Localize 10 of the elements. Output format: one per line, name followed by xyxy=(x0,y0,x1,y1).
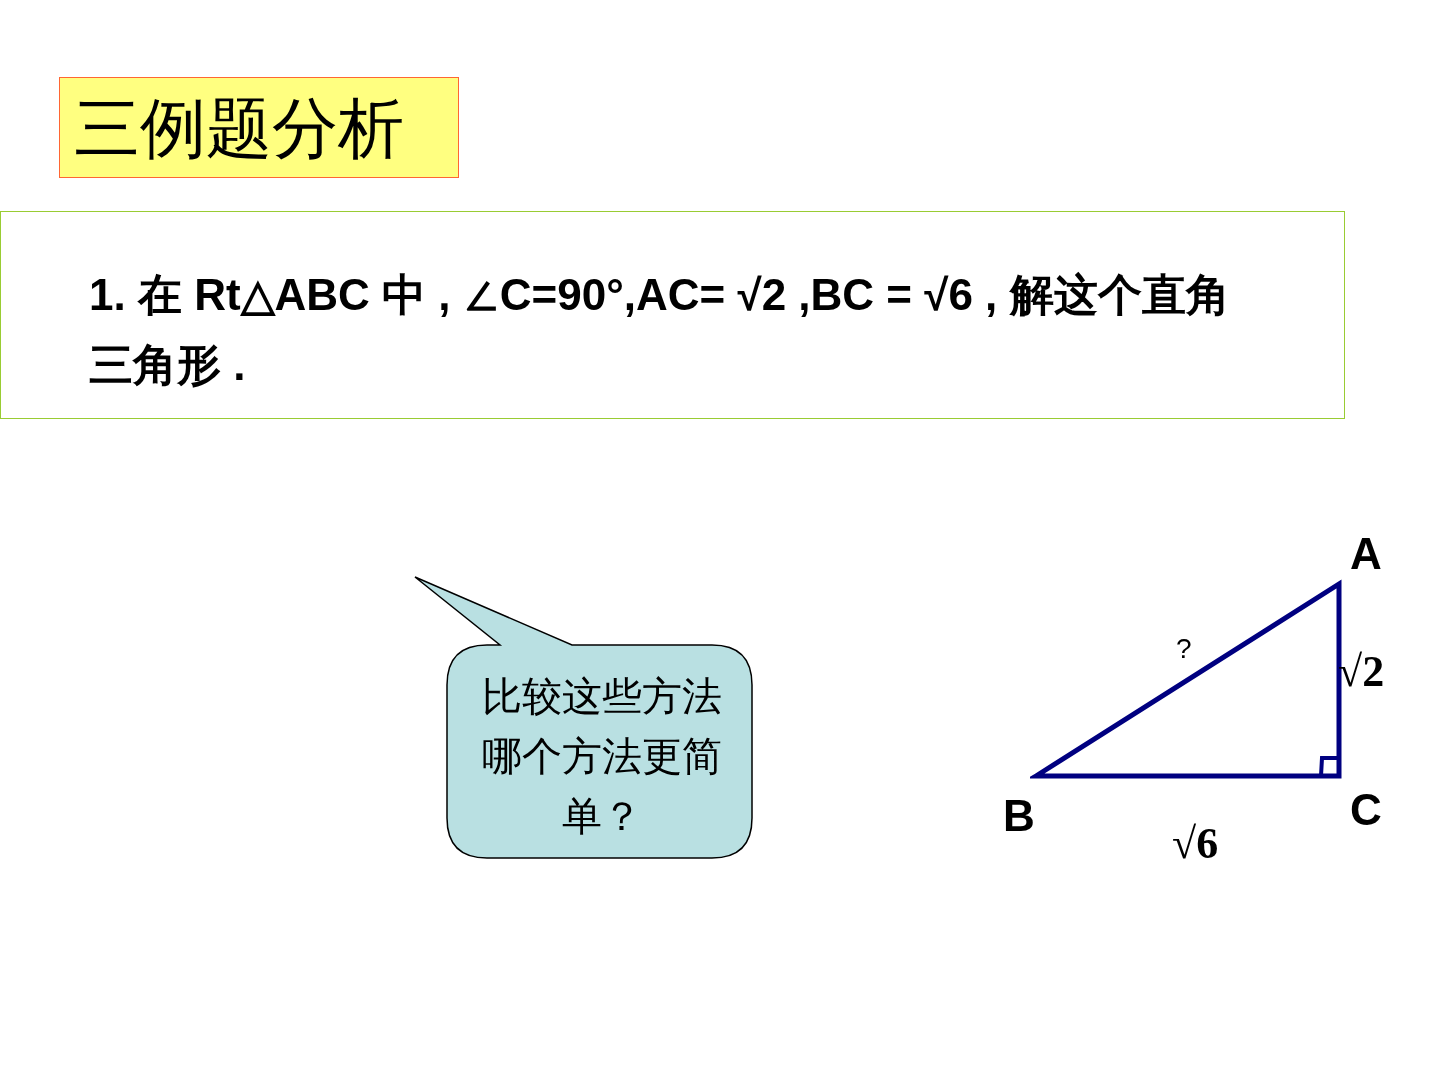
vertex-label: B xyxy=(1003,792,1035,841)
title: 三例题分析 xyxy=(59,77,459,178)
side-label: √6 xyxy=(1172,820,1219,869)
speech-bubble xyxy=(412,574,756,862)
vertex-label: C xyxy=(1350,786,1382,835)
bubble-text: 比较这些方法哪个方法更简单？ xyxy=(481,672,723,841)
vertex-label: A xyxy=(1350,530,1382,579)
problem-box xyxy=(0,211,1345,419)
side-label: ? xyxy=(1176,634,1192,665)
problem-text: 1. 在 Rt△ABC 中 , ∠C=90°,AC= √2 ,BC = √6 , 解这个直角三角形 . xyxy=(89,269,1231,391)
